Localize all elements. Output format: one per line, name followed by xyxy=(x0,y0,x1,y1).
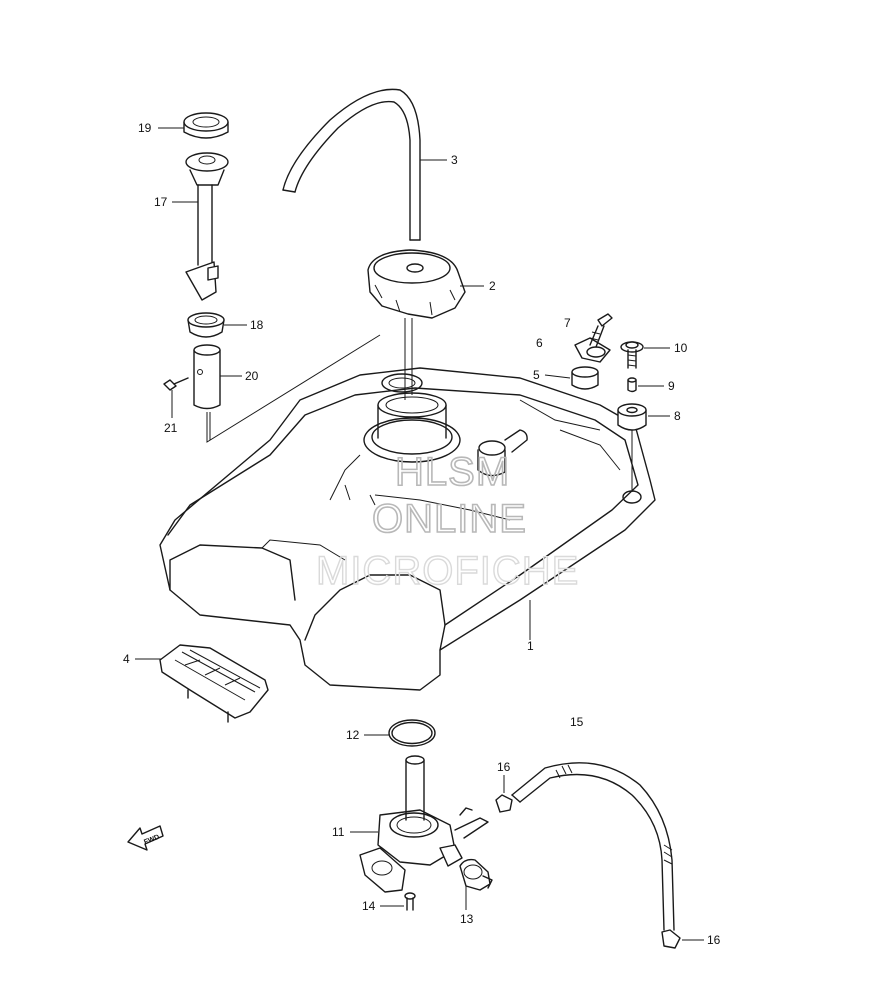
watermark-line-3: MICROFICHE xyxy=(316,549,579,593)
guide-tube-part-20[interactable] xyxy=(193,344,221,410)
callout-15: 15 xyxy=(570,715,584,729)
cushion-part-6[interactable] xyxy=(574,337,611,363)
callout-5: 5 xyxy=(533,368,571,382)
fwd-arrow-icon: FWD xyxy=(127,825,164,851)
grommet-part-18[interactable] xyxy=(187,312,225,338)
callout-label-18: 18 xyxy=(250,318,264,332)
callout-label-2: 2 xyxy=(489,279,496,293)
ring-nut-part-19[interactable] xyxy=(183,112,229,139)
clamp-part-16-lower[interactable] xyxy=(661,929,681,949)
fuel-hose-part-15[interactable] xyxy=(511,762,675,931)
collar-part-9[interactable] xyxy=(627,377,637,393)
callout-4: 4 xyxy=(123,652,162,666)
callout-3: 3 xyxy=(420,153,458,167)
callout-label-19: 19 xyxy=(138,121,152,135)
fuel-cock-part-11[interactable] xyxy=(359,755,489,893)
breather-hose-part-3[interactable] xyxy=(282,88,421,241)
fuel-cap-part-2[interactable] xyxy=(367,249,466,319)
callout-19: 19 xyxy=(138,121,184,135)
clamp-part-16-upper[interactable] xyxy=(495,794,513,813)
callout-1: 1 xyxy=(527,600,534,653)
callout-label-5: 5 xyxy=(533,368,540,382)
callout-label-20: 20 xyxy=(245,369,259,383)
callout-6: 6 xyxy=(536,336,543,350)
o-ring-part-12[interactable] xyxy=(388,719,436,747)
callout-label-12: 12 xyxy=(346,728,360,742)
callout-label-16-upper: 16 xyxy=(497,760,511,774)
screw-part-14[interactable] xyxy=(404,892,416,911)
callout-label-15: 15 xyxy=(570,715,584,729)
fuel-gauge-part-17[interactable] xyxy=(185,152,229,301)
callout-12: 12 xyxy=(346,728,389,742)
bolt-washer-part-10[interactable] xyxy=(620,341,644,369)
screw-part-21[interactable] xyxy=(163,377,189,391)
callout-label-6: 6 xyxy=(536,336,543,350)
callout-16-upper: 16 xyxy=(497,760,511,793)
callout-label-14: 14 xyxy=(362,899,376,913)
callout-21: 21 xyxy=(164,390,178,435)
heat-shield-part-4[interactable] xyxy=(159,644,269,723)
callout-18: 18 xyxy=(224,318,264,332)
callout-2: 2 xyxy=(460,279,496,293)
callout-label-11: 11 xyxy=(332,825,345,839)
watermark: HLSM ONLINE MICROFICHE xyxy=(315,449,579,594)
callout-17: 17 xyxy=(154,195,198,209)
callout-16-lower: 16 xyxy=(682,933,721,947)
callout-label-13: 13 xyxy=(460,912,474,926)
callout-label-10: 10 xyxy=(674,341,688,355)
callout-8: 8 xyxy=(648,409,681,423)
callout-9: 9 xyxy=(638,379,675,393)
callout-label-7: 7 xyxy=(564,316,571,330)
callout-14: 14 xyxy=(362,899,404,913)
watermark-line-2: ONLINE xyxy=(372,497,527,541)
callout-label-8: 8 xyxy=(674,409,681,423)
callout-label-16-lower: 16 xyxy=(707,933,721,947)
callout-20: 20 xyxy=(220,369,259,383)
callout-label-1: 1 xyxy=(527,639,534,653)
mount-rubber-part-8[interactable] xyxy=(617,403,647,431)
callout-label-21: 21 xyxy=(164,421,178,435)
callout-label-17: 17 xyxy=(154,195,168,209)
callout-10: 10 xyxy=(644,341,688,355)
callout-13: 13 xyxy=(460,886,474,926)
callout-11: 11 xyxy=(332,825,378,839)
spacer-part-5[interactable] xyxy=(571,366,599,390)
callout-7: 7 xyxy=(564,316,571,330)
cap-to-neck-line xyxy=(404,318,413,400)
gauge-to-tank-line xyxy=(206,334,381,443)
callout-label-3: 3 xyxy=(451,153,458,167)
watermark-line-1: HLSM xyxy=(395,450,510,494)
callout-label-4: 4 xyxy=(123,652,130,666)
callout-label-9: 9 xyxy=(668,379,675,393)
bolt-part-7[interactable] xyxy=(589,313,613,348)
strainer-cup-part-13[interactable] xyxy=(459,858,493,891)
